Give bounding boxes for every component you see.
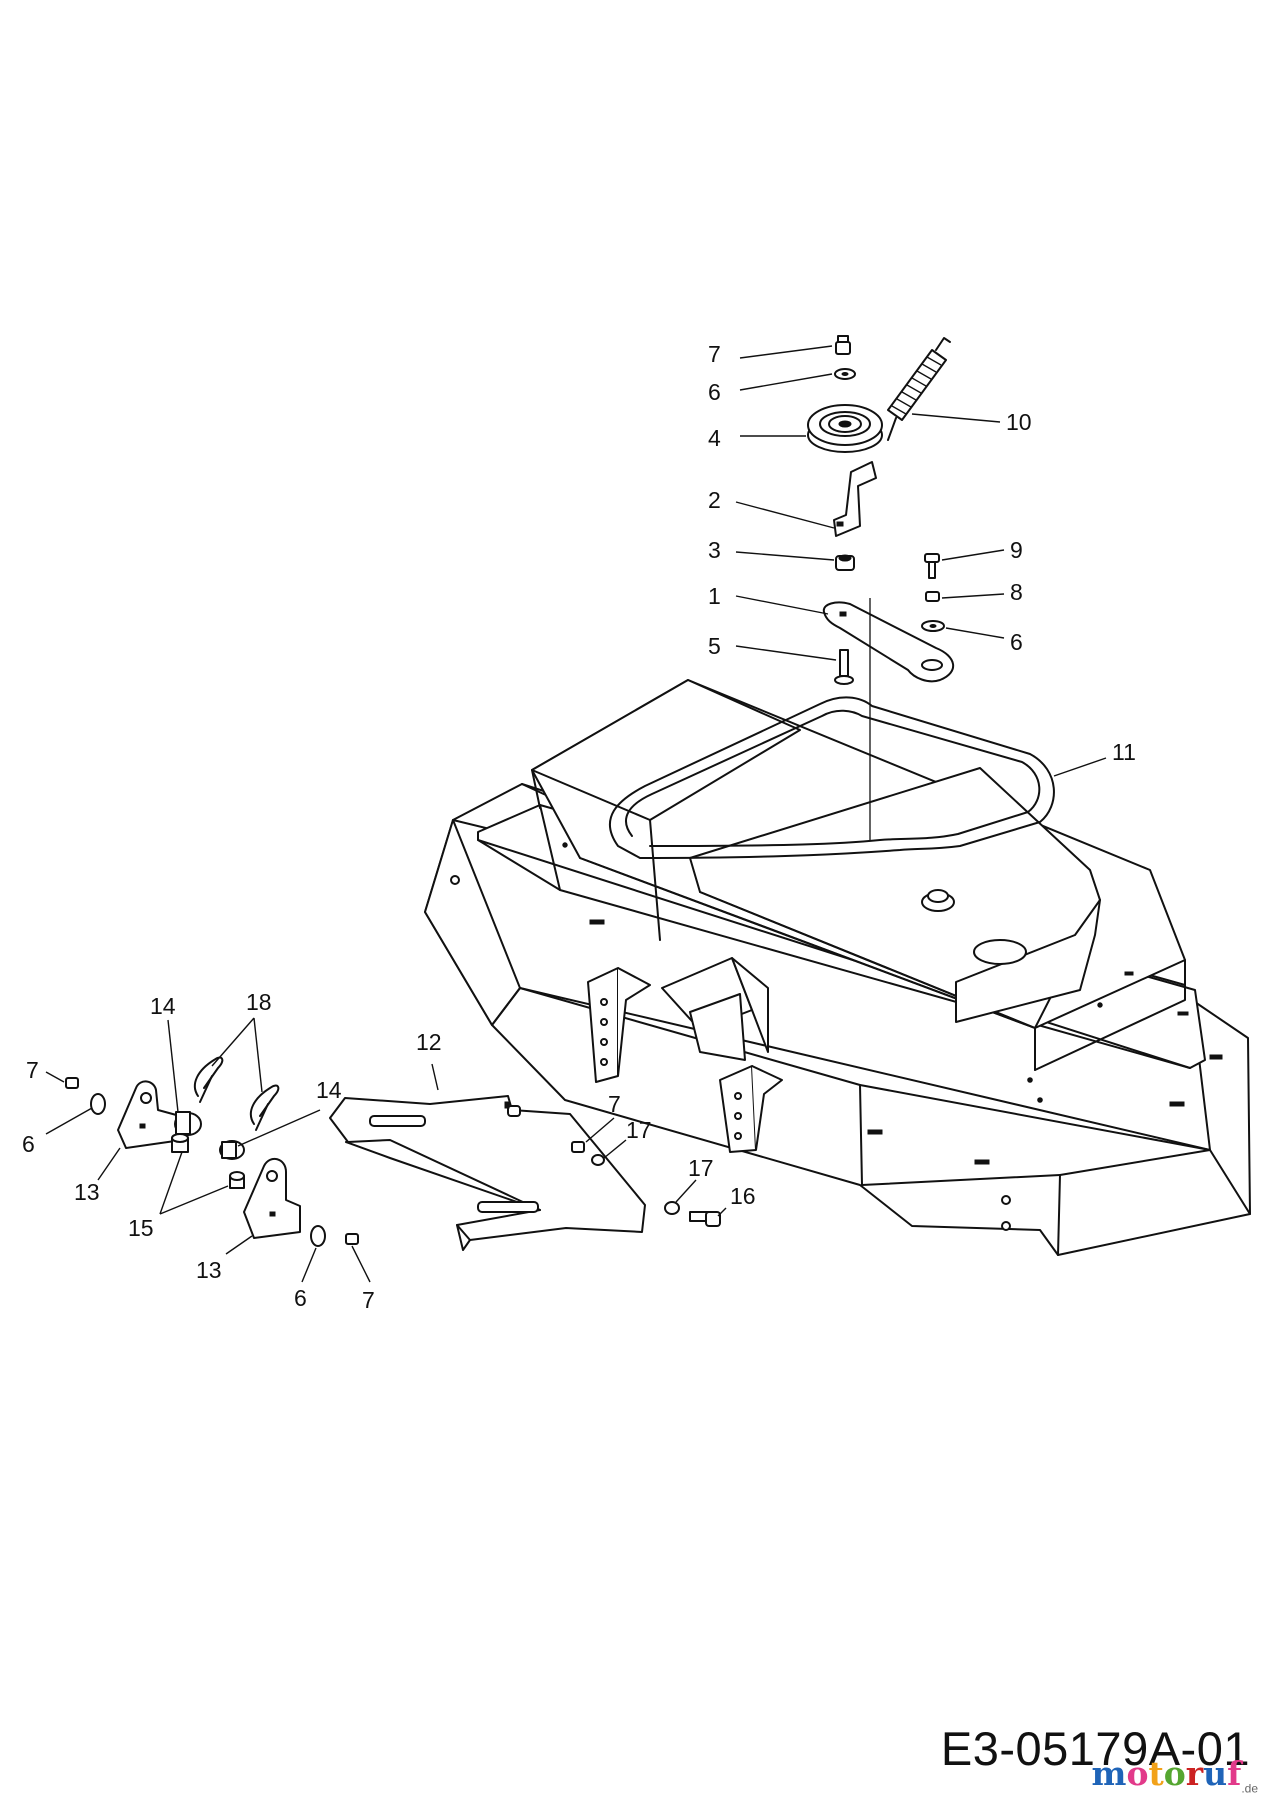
part-9-bolt [924,553,940,579]
part-13-bracket-upper [117,1080,183,1149]
callout-4: 4 [708,425,721,451]
callout-13-low: 13 [196,1257,222,1283]
part-18-clip-lower [249,1084,280,1131]
callout-7-top: 7 [708,341,721,367]
part-17-washer-a [591,1154,605,1166]
part-3-bushing [835,554,855,571]
part-10-spring [887,337,951,441]
callout-9: 9 [1010,537,1023,563]
center-bracket [587,957,783,1153]
callout-6-low: 6 [294,1285,307,1311]
part-1-idler-arm [822,601,954,683]
part-7-nut-low [345,1233,359,1245]
callout-14-mid: 14 [316,1077,342,1103]
part-16-bolt [689,1211,721,1227]
part-6-washer-left [90,1093,106,1115]
part-17-washer-b [664,1201,680,1215]
part-12-lift-plate [329,1095,646,1251]
part-5-bolt [834,649,854,685]
leader-lines [45,345,1107,1283]
callout-6-top: 6 [708,379,721,405]
callout-1: 1 [708,583,721,609]
watermark-letter: o [1126,1754,1149,1794]
callout-14-left: 14 [150,993,176,1019]
callout-15: 15 [128,1215,154,1241]
part-15-pin-upper [171,1133,189,1153]
callout-7-mid: 7 [608,1091,621,1117]
callout-12: 12 [416,1029,442,1055]
watermark-logo: motoruf.de [1092,1754,1258,1796]
part-14-pin-lower [219,1140,245,1160]
part-6-washer-right [921,620,945,632]
part-2-idler-bracket [833,461,877,537]
callout-18: 18 [246,989,272,1015]
watermark-letter: o [1163,1754,1186,1794]
callout-6-left: 6 [22,1131,35,1157]
watermark-letter: f [1227,1754,1242,1794]
callout-5: 5 [708,633,721,659]
callout-7-low: 7 [362,1287,375,1313]
watermark-letter: u [1203,1754,1228,1794]
callout-10: 10 [1006,409,1032,435]
part-7-nut-left [65,1077,79,1089]
belt-cover [531,679,1189,1103]
part-7-nut-top [835,335,851,355]
callout-labels: 7 6 4 10 2 3 9 1 8 6 5 11 14 18 12 7 14 … [22,341,1136,1313]
callout-17-b: 17 [688,1155,714,1181]
part-4-idler-pulley [807,404,883,453]
part-6-washer-low [310,1225,326,1247]
part-8-nut [925,591,940,602]
watermark-suffix: .de [1241,1782,1258,1796]
callout-2: 2 [708,487,721,513]
callout-13-left: 13 [74,1179,100,1205]
part-14-pin-upper [174,1111,202,1136]
callout-17-a: 17 [626,1117,652,1143]
part-6-washer-top [834,368,856,380]
callout-16: 16 [730,1183,756,1209]
callout-7-left: 7 [26,1057,39,1083]
callout-11: 11 [1112,739,1136,765]
part-18-clip-upper [193,1056,224,1103]
callout-6-right: 6 [1010,629,1023,655]
part-15-pin-lower [229,1171,245,1189]
drawing-code: E3-05179A-01 [940,1722,1250,1775]
part-7-nut-mid [571,1141,585,1153]
callout-8: 8 [1010,579,1023,605]
part-11-drive-belt [608,696,1055,859]
callout-3: 3 [708,537,721,563]
part-13-bracket-lower [243,1157,301,1239]
watermark-letter: m [1091,1754,1127,1794]
watermark-letter: t [1148,1754,1164,1794]
watermark-letter: r [1185,1754,1204,1794]
